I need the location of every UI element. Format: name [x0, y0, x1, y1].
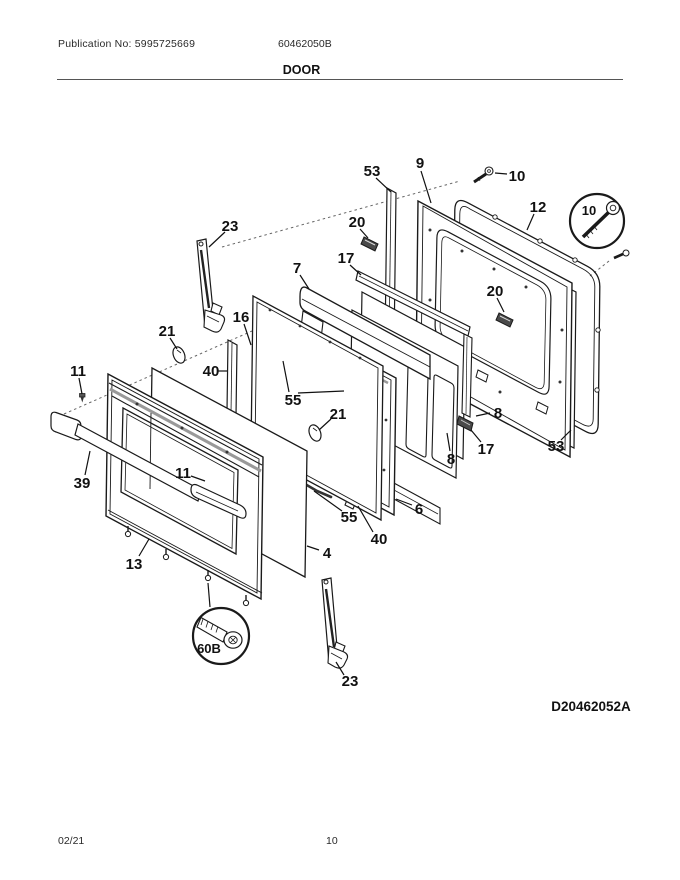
page-title: DOOR	[282, 63, 321, 77]
part-clip-17-lower	[456, 415, 474, 432]
callout-55-upper: 55	[285, 392, 302, 409]
screw-60b-icon	[196, 616, 243, 649]
callout-55-lower: 55	[341, 509, 358, 526]
document-number: 60462050B	[278, 38, 332, 50]
header-rule	[57, 79, 623, 80]
detail-60b-label: 60B	[197, 641, 221, 656]
callout-21-left: 21	[159, 323, 176, 340]
callout-11-left: 11	[70, 363, 86, 380]
detail-circle-10: 10	[568, 192, 630, 260]
panel16-dots	[268, 308, 362, 360]
callout-40-upper: 40	[203, 363, 220, 380]
drawing-number: D20462052A	[551, 699, 631, 714]
callout-17-upper: 17	[338, 250, 355, 267]
part-screw-11-left	[79, 393, 86, 403]
part-hinge-23-bottom	[321, 577, 349, 669]
callout-6: 6	[415, 501, 423, 518]
part-mounting-screws	[124, 526, 250, 607]
screw-10-detail-icon	[581, 200, 621, 239]
callout-10: 10	[509, 168, 526, 185]
part-screw-10	[473, 166, 494, 184]
callout-13: 13	[126, 556, 143, 573]
part-clip-20-upper	[360, 236, 379, 252]
part-clip-20-lower	[495, 312, 514, 328]
callout-53-top: 53	[364, 163, 381, 180]
callout-labels: 53 9 10 12 20 23 17 7 20 16 21 11 40 55 …	[70, 155, 564, 690]
callout-7: 7	[293, 260, 301, 277]
callout-17-lower: 17	[478, 441, 495, 458]
callout-12: 12	[530, 199, 547, 216]
callout-9: 9	[416, 155, 424, 172]
callout-39: 39	[74, 475, 91, 492]
callout-40-lower: 40	[371, 531, 388, 548]
part-handle-39	[50, 411, 247, 519]
callout-53-bottom: 53	[548, 438, 565, 455]
callout-23-bottom: 23	[342, 673, 359, 690]
part-edge-trim-8	[461, 333, 473, 418]
part-gasket-12	[452, 199, 601, 435]
screw-10-small-icon	[613, 249, 630, 260]
callout-20-lower: 20	[487, 283, 504, 300]
callout-16: 16	[233, 309, 250, 326]
detail-circle-60b: 60B	[191, 606, 251, 666]
band-dots	[135, 402, 229, 454]
part-hinge-23-top	[196, 238, 226, 333]
footer-page-number: 10	[326, 835, 338, 847]
part-bracket-55-lower	[303, 482, 333, 499]
leader-lines	[78, 170, 572, 676]
detail-10-label: 10	[582, 203, 596, 218]
callout-11-right: 11	[175, 465, 191, 482]
callout-8-right: 8	[494, 405, 502, 422]
callout-8-left: 8	[447, 451, 455, 468]
callout-20-upper: 20	[349, 214, 366, 231]
publication-number: Publication No: 5995725669	[58, 38, 196, 50]
callout-21-right: 21	[330, 406, 347, 423]
part-clip-21-right	[308, 424, 322, 442]
footer-date: 02/21	[58, 835, 85, 847]
part-clip-21-left	[172, 346, 186, 364]
callout-4: 4	[323, 545, 332, 562]
callout-23-top: 23	[222, 218, 239, 235]
